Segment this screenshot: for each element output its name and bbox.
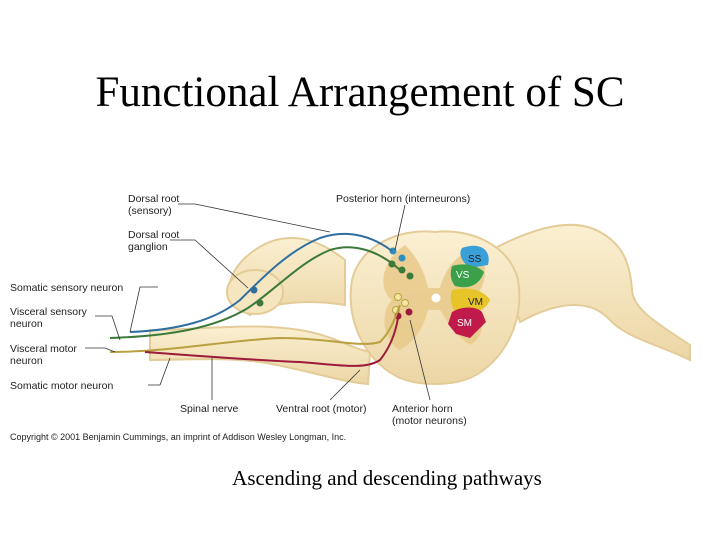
right-spinal-nerve <box>493 223 691 362</box>
central-canal <box>431 293 441 303</box>
label-anterior-horn-motor: (motor neurons) <box>392 415 467 427</box>
label-visceral-sensory-neuron-2: neuron <box>10 318 43 330</box>
label-dorsal-root-sensory: (sensory) <box>128 205 172 217</box>
slide-title: Functional Arrangement of SC <box>95 69 625 116</box>
ss-zone <box>460 245 489 268</box>
visceral-sensory-neuron-path <box>109 246 401 339</box>
vm-zone <box>450 288 490 314</box>
visceral-motor-neuron-path <box>109 304 401 353</box>
ganglion-cell-bodies <box>250 286 264 307</box>
label-ventral-root: Ventral root (motor) <box>276 403 366 415</box>
label-posterior-horn: Posterior horn (interneurons) <box>336 193 470 205</box>
vs-zone <box>450 264 484 288</box>
spinal-cord-diagram: SS VS VM SM Dorsal ro <box>10 193 691 427</box>
ventral-root-and-spinal-nerve <box>149 325 372 386</box>
somatic-sensory-neuron-path <box>129 233 393 333</box>
leader-lines <box>85 203 431 401</box>
zone-sm-label: SM <box>457 318 472 329</box>
label-somatic-sensory-neuron: Somatic sensory neuron <box>10 282 123 294</box>
label-visceral-sensory-neuron: Visceral sensory <box>10 306 88 318</box>
label-somatic-motor-neuron: Somatic motor neuron <box>10 380 113 392</box>
zone-vs-label: VS <box>456 270 470 281</box>
label-dorsal-root-ganglion: Dorsal root <box>128 229 179 241</box>
label-spinal-nerve: Spinal nerve <box>180 403 239 415</box>
label-visceral-motor-neuron: Visceral motor <box>10 343 77 355</box>
copyright-notice: Copyright © 2001 Benjamin Cummings, an i… <box>10 432 347 442</box>
slide-caption: Ascending and descending pathways <box>232 466 542 490</box>
label-visceral-motor-neuron-2: neuron <box>10 355 43 367</box>
zone-vm-label: VM <box>468 297 483 308</box>
sm-zone <box>448 307 486 338</box>
somatic-motor-neuron-path <box>144 317 399 367</box>
label-anterior-horn: Anterior horn <box>392 403 453 415</box>
label-dorsal-root: Dorsal root <box>128 193 179 205</box>
label-ganglion: ganglion <box>128 241 168 253</box>
zone-ss-label: SS <box>468 254 482 265</box>
